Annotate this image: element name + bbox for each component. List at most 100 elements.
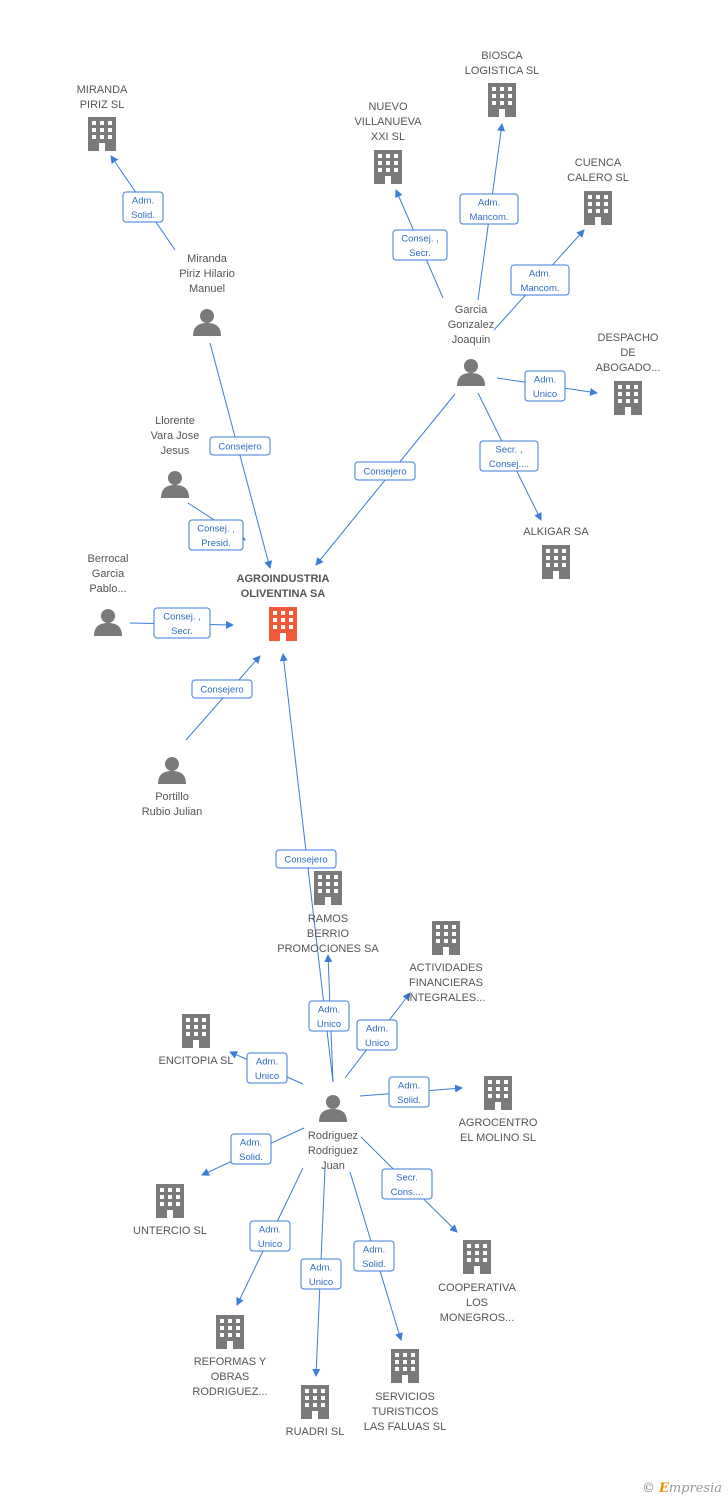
relation-label[interactable]: Consej. ,Secr. [153,607,211,639]
empresia-footer[interactable]: ©Empresia [642,1481,722,1496]
node-label: NUEVO [368,101,408,113]
relation-label-text: Consej. , [197,524,235,535]
company-node-alkigar[interactable]: ALKIGAR SA [523,526,589,579]
node-label: RODRIGUEZ... [192,1386,267,1398]
company-node-cooperativa[interactable]: COOPERATIVA LOS MONEGROS... [438,1240,517,1324]
company-node-encitopia[interactable]: ENCITOPIA SL [159,1014,234,1067]
company-node-actividades[interactable]: ACTIVIDADESFINANCIERASINTEGRALES... [407,921,486,1004]
relation-label-text: Adm. [310,1263,332,1274]
relation-label[interactable]: Secr. , Consej.... [479,440,539,472]
relation-label[interactable]: Adm.Solid. [388,1076,430,1108]
relation-label-box [188,519,244,551]
relation-label[interactable]: Adm.Unico [246,1052,288,1084]
node-label: VILLANUEVA [354,116,422,128]
relation-label[interactable]: Consejero [191,679,253,699]
relation-label[interactable]: Adm. Mancom. [459,193,519,225]
building-icon [614,381,642,415]
node-label: Rubio Julian [142,806,203,818]
node-label: Joaquin [452,334,491,346]
relation-label-text: Consejero [363,467,406,478]
relation-label-box [246,1052,288,1084]
relation-label-text: Adm. [478,198,500,209]
company-node-ruadri[interactable]: RUADRI SL [286,1385,345,1438]
relation-label-text: Secr. [171,626,193,637]
building-icon [374,150,402,184]
node-label: CUENCA [575,157,622,169]
relation-label[interactable]: Adm.Unico [356,1019,398,1051]
node-label: Portillo [155,791,189,803]
relation-label[interactable]: Adm.Mancom. [510,264,570,296]
relation-label[interactable]: Consejero [209,436,271,456]
relation-label[interactable]: Adm.Solid. [122,191,164,223]
node-label: FINANCIERAS [409,977,483,989]
building-icon [314,871,342,905]
building-icon [488,83,516,117]
node-label: LOS [466,1297,488,1309]
relation-label[interactable]: Adm.Solid. [353,1240,395,1272]
company-node-untercio[interactable]: UNTERCIO SL [133,1184,207,1237]
node-label: ALKIGAR SA [523,526,589,538]
relation-label[interactable]: Adm.Unico [524,370,566,402]
relation-label[interactable]: Secr. Cons.... [381,1168,433,1200]
company-node-reformas[interactable]: REFORMAS YOBRASRODRIGUEZ... [192,1315,268,1398]
building-icon [156,1184,184,1218]
company-node-despacho[interactable]: DESPACHODEABOGADO... [596,332,661,415]
relation-label-box [356,1019,398,1051]
relation-label-text: Consej.... [489,459,529,470]
relation-label-text: Consejero [284,855,327,866]
node-label: COOPERATIVA [438,1282,516,1294]
node-label: LOGISTICA SL [465,65,540,77]
person-icon [319,1095,347,1122]
relation-label[interactable]: Adm.Unico [249,1220,291,1252]
node-label: Juan [321,1160,345,1172]
relation-label-text: Presid. [201,538,231,549]
relation-label[interactable]: Consej. ,Secr. [392,229,448,261]
relation-label[interactable]: Adm.Unico [300,1258,342,1290]
node-label: RAMOS [308,913,348,925]
relation-label-box [353,1240,395,1272]
node-label: SERVICIOS [375,1391,435,1403]
relation-label[interactable]: Consejero [354,461,416,481]
relation-label-text: Secr. [396,1173,418,1184]
node-label: MIRANDA [77,84,128,96]
relation-label-box [122,191,164,223]
node-label: Piriz Hilario [179,268,235,280]
relation-label-text: Secr. , [496,445,523,456]
relation-label-text: Consej. , [401,234,439,245]
relation-label[interactable]: Adm.Unico [308,1000,350,1032]
node-label: ACTIVIDADES [409,962,482,974]
node-label: REFORMAS Y [194,1356,267,1368]
person-node-berrocal[interactable]: BerrocalGarciaPablo... [88,553,129,636]
node-label: RUADRI SL [286,1426,345,1438]
relation-label-text: Solid. [131,210,155,221]
relation-label[interactable]: Consej. , Presid. [188,519,244,551]
relation-label-text: Adm. [529,269,551,280]
node-label: MONEGROS... [440,1312,515,1324]
relation-label-text: Cons.... [391,1187,424,1198]
node-label: Llorente [155,415,195,427]
relation-label-text: Mancom. [469,212,508,223]
node-label: BERRIO [307,928,350,940]
building-icon [584,191,612,225]
relation-label-text: Adm. [363,1245,385,1256]
relation-label[interactable]: Adm.Solid. [230,1133,272,1165]
node-label: Jesus [161,445,190,457]
building-icon [391,1349,419,1383]
building-icon [432,921,460,955]
brand-name: mpresia [668,1481,722,1496]
relation-label[interactable]: Consejero [275,849,337,869]
